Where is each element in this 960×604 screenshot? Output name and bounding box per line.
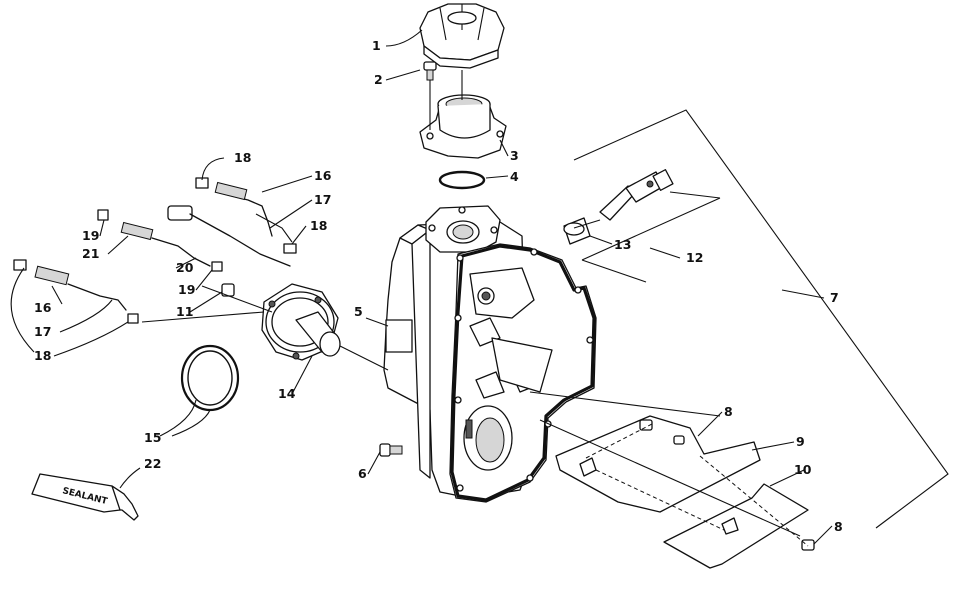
callout-7: 7 [830,290,839,305]
o-ring [438,170,486,190]
hose-lower [13,259,139,324]
callout-17b: 17 [34,324,51,339]
fuel-cap [419,3,505,69]
callout-8b: 8 [834,519,843,534]
callout-16a: 16 [314,168,332,183]
callout-1: 1 [372,38,381,53]
callout-19b: 19 [178,282,195,297]
callout-14: 14 [278,386,296,401]
group-bracket-12 [581,197,721,261]
callout-16b: 16 [34,300,52,315]
grommet [563,217,591,245]
screw-2 [423,61,437,81]
screw-8b [801,539,815,551]
alignment-lines [339,70,809,547]
callout-numbers: 1 2 3 4 5 6 7 8 8 9 10 11 12 13 14 15 16… [34,38,843,534]
hose-upper [195,177,297,254]
callout-18b: 18 [310,218,327,233]
seal-ring [180,344,240,412]
callout-11: 11 [176,304,193,319]
group-bracket-7 [573,109,949,529]
hose-middle [97,205,291,272]
plate-10 [663,483,809,569]
callout-2: 2 [374,72,383,87]
screw-8a [639,419,685,445]
screw-6 [379,443,403,457]
callout-19a: 19 [82,228,99,243]
callout-17a: 17 [314,192,331,207]
filler-neck [419,94,507,159]
fuel-sender [599,169,674,221]
callout-9: 9 [796,434,805,449]
tank-label-plate [385,319,413,353]
callout-5: 5 [354,304,363,319]
callout-3: 3 [510,148,519,163]
callout-4: 4 [510,169,519,184]
callout-8a: 8 [724,404,733,419]
callout-6: 6 [358,466,367,481]
plate-9 [555,415,761,513]
callout-10: 10 [794,462,812,477]
callout-12: 12 [686,250,703,265]
callout-20: 20 [176,260,194,275]
callout-leaders [10,29,833,545]
callout-18a: 18 [234,150,251,165]
callout-13: 13 [614,237,631,252]
callout-15: 15 [144,430,161,445]
callout-21: 21 [82,246,99,261]
fuel-pump [261,283,341,361]
callout-18c: 18 [34,348,51,363]
callout-22: 22 [144,456,161,471]
sealant-tube: SEALANT [31,473,139,521]
flange-gasket [449,243,597,503]
